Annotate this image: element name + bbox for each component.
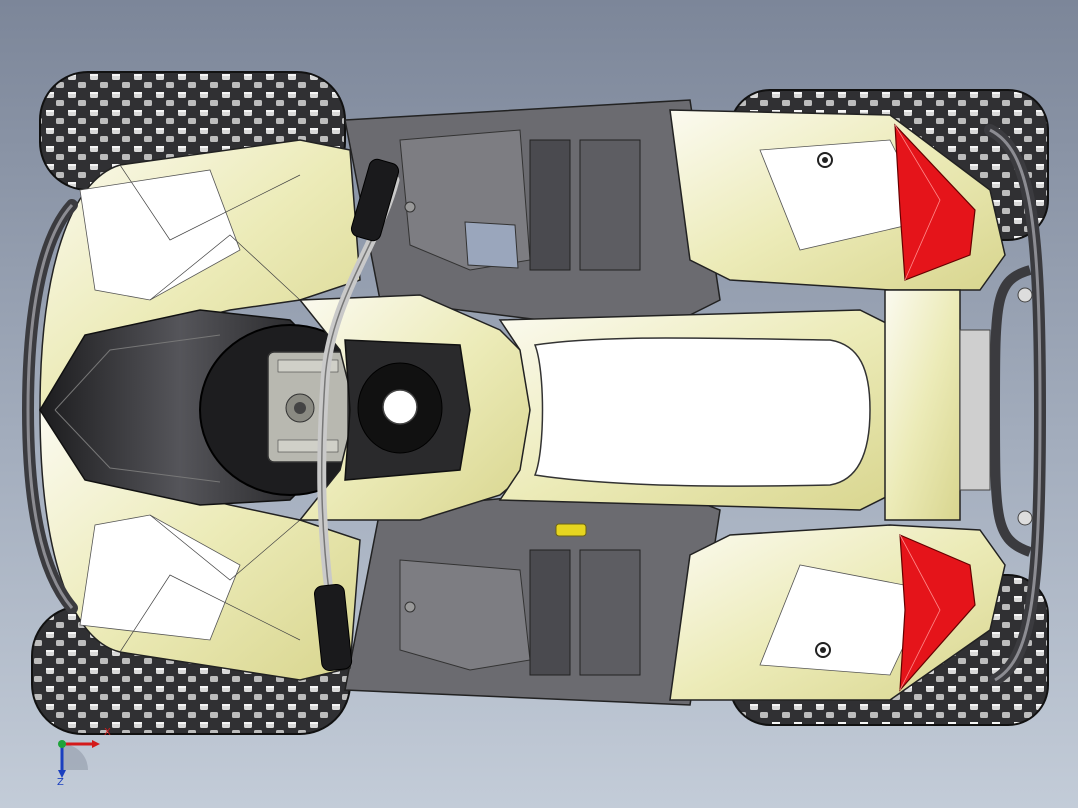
front-bumper[interactable] bbox=[21, 199, 78, 614]
tail-light-right bbox=[899, 534, 976, 692]
axis-z-label: Z bbox=[57, 777, 64, 788]
rear-bumper[interactable] bbox=[884, 124, 1047, 686]
axis-triad-graphic bbox=[58, 740, 100, 778]
handlebar[interactable] bbox=[313, 157, 401, 672]
tail-light-left bbox=[894, 123, 976, 281]
fuel-tank[interactable] bbox=[298, 294, 531, 521]
axis-triad: X Z bbox=[40, 722, 120, 802]
battery-cap bbox=[555, 523, 587, 537]
seat[interactable] bbox=[498, 309, 901, 511]
axis-x-label: X bbox=[104, 727, 111, 738]
chassis-frame[interactable] bbox=[344, 99, 721, 706]
